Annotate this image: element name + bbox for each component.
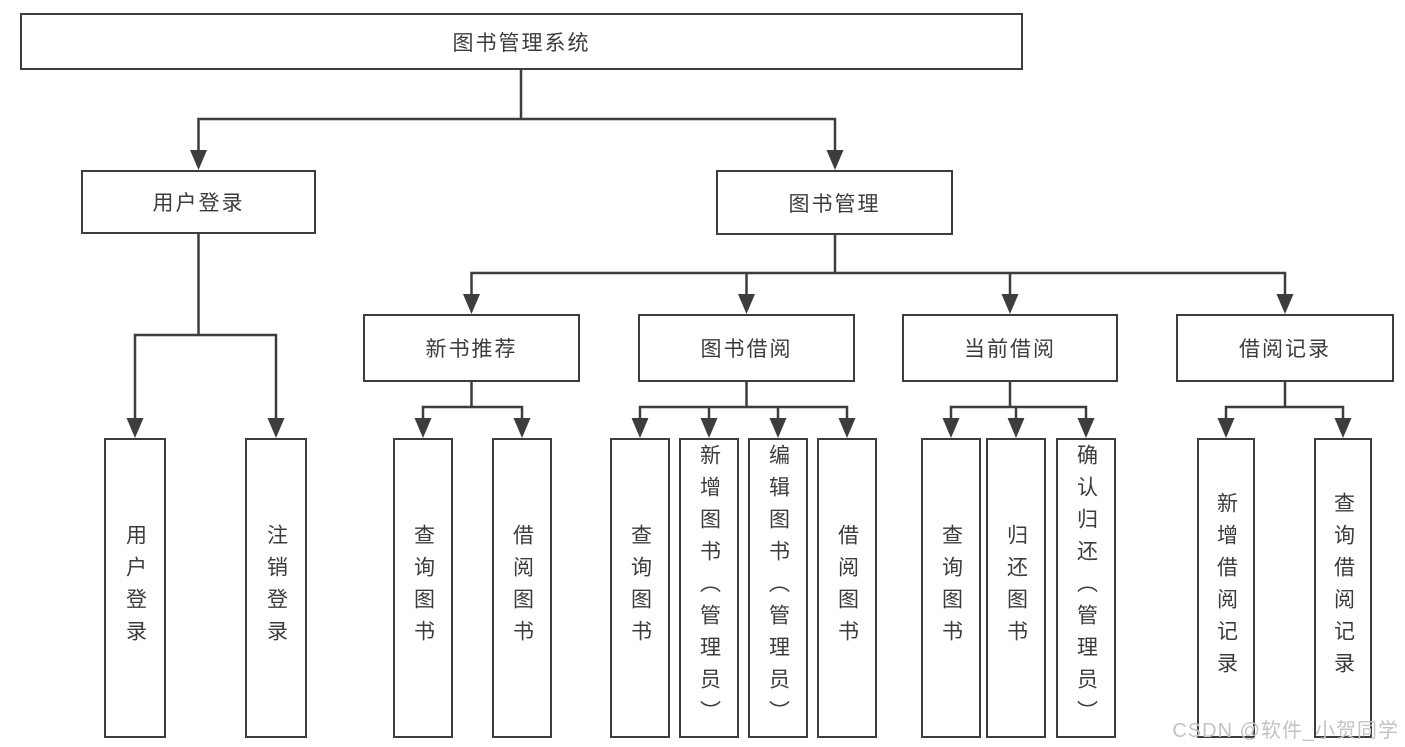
node-root: 图书管理系统 [20, 13, 1023, 70]
leaf-borrow-books-recommend: 借阅图书 [492, 438, 552, 738]
leaf-query-books-borrow: 查询图书 [610, 438, 670, 738]
leaf-return-books: 归还图书 [986, 438, 1046, 738]
leaf-user-login-label: 用户登录 [123, 524, 147, 652]
leaf-query-books-current-label: 查询图书 [939, 524, 963, 652]
leaf-add-book-admin-label: 新增图书（管理员） [697, 444, 721, 732]
leaf-borrow-books: 借阅图书 [817, 438, 877, 738]
node-user-login-label: 用户登录 [152, 192, 245, 215]
node-current-borrow-label: 当前借阅 [964, 338, 1056, 361]
leaf-query-books-borrow-label: 查询图书 [628, 524, 652, 652]
leaf-confirm-return-admin: 确认归还（管理员） [1056, 438, 1116, 738]
leaf-return-books-label: 归还图书 [1004, 524, 1028, 652]
leaf-confirm-return-admin-label: 确认归还（管理员） [1074, 444, 1098, 732]
leaf-query-books-recommend-label: 查询图书 [411, 524, 435, 652]
leaf-add-book-admin: 新增图书（管理员） [679, 438, 739, 738]
leaf-borrow-books-label: 借阅图书 [835, 524, 859, 652]
leaf-add-borrow-record: 新增借阅记录 [1197, 438, 1255, 738]
leaf-add-borrow-record-label: 新增借阅记录 [1214, 492, 1238, 684]
watermark: CSDN @软件_小贺同学 [1172, 720, 1399, 742]
node-root-label: 图书管理系统 [452, 31, 591, 55]
node-book-borrow: 图书借阅 [638, 314, 855, 382]
leaf-logout-label: 注销登录 [264, 524, 288, 652]
arrowheads [126, 150, 1352, 438]
node-current-borrow: 当前借阅 [902, 314, 1118, 382]
leaf-edit-book-admin-label: 编辑图书（管理员） [766, 444, 790, 732]
node-book-management: 图书管理 [716, 170, 953, 235]
leaf-query-borrow-record: 查询借阅记录 [1314, 438, 1372, 738]
node-new-book-recommend-label: 新书推荐 [425, 338, 518, 361]
node-borrow-records: 借阅记录 [1176, 314, 1394, 382]
leaf-logout: 注销登录 [245, 438, 307, 738]
node-user-login: 用户登录 [81, 170, 316, 234]
leaf-borrow-books-recommend-label: 借阅图书 [510, 524, 534, 652]
node-book-borrow-label: 图书借阅 [700, 338, 793, 361]
leaf-query-books-current: 查询图书 [921, 438, 981, 738]
leaf-query-borrow-record-label: 查询借阅记录 [1331, 492, 1355, 684]
node-book-management-label: 图书管理 [788, 192, 881, 216]
leaf-query-books-recommend: 查询图书 [393, 438, 453, 738]
leaf-user-login: 用户登录 [104, 438, 166, 738]
leaf-edit-book-admin: 编辑图书（管理员） [748, 438, 808, 738]
node-borrow-records-label: 借阅记录 [1239, 338, 1331, 361]
connector-lines [133, 70, 1345, 420]
node-new-book-recommend: 新书推荐 [363, 314, 580, 382]
